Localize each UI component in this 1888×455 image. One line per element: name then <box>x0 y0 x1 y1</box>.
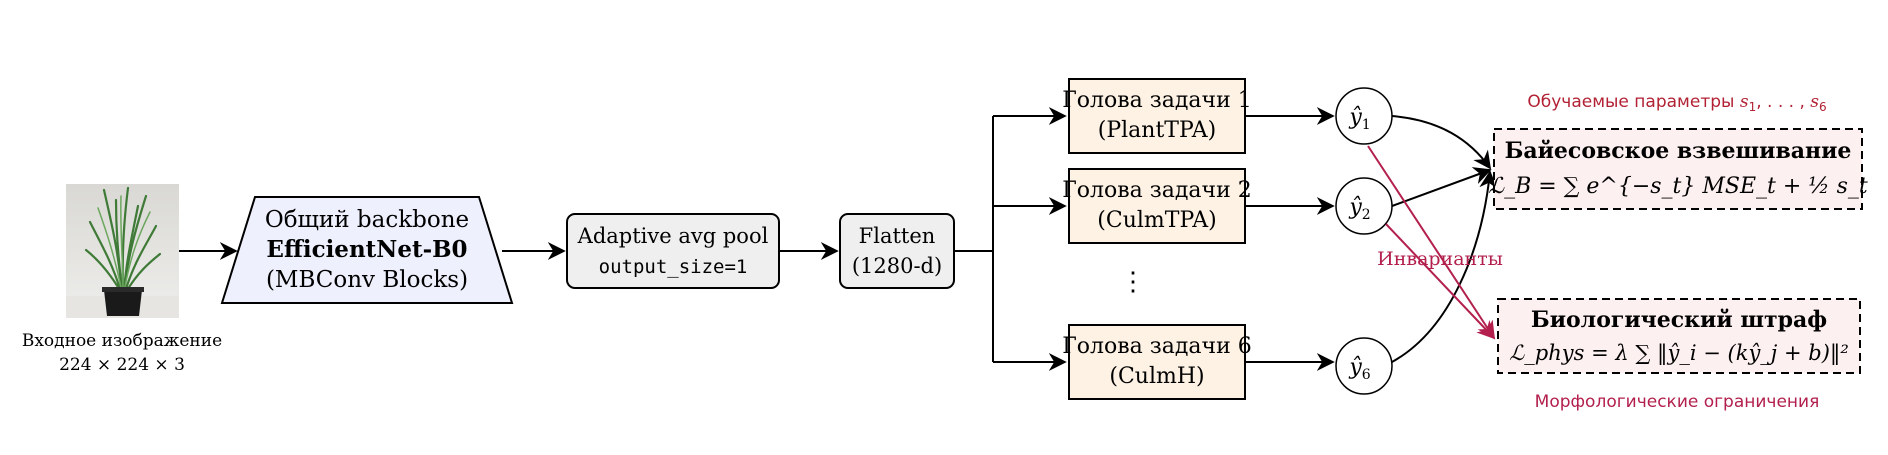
head-2-title: Голова задачи 2 <box>1062 178 1252 203</box>
backbone-block <box>220 196 514 304</box>
bayes-formula: ℒ_B = ∑ e^{−s_t} MSE_t + ½ s_t <box>1488 174 1868 199</box>
output-y2-index: 2 <box>1362 207 1371 223</box>
svg-text:ŷ2: ŷ2 <box>1348 195 1370 223</box>
bayes-caption-sub6: 6 <box>1819 100 1827 114</box>
bayes-caption-s1: s <box>1740 92 1749 112</box>
bayes-caption-dots: , . . . , <box>1756 92 1810 112</box>
bio-title: Биологический штраф <box>1531 307 1827 333</box>
bayes-block <box>1493 128 1863 210</box>
output-y2-symbol: ŷ <box>1348 195 1362 220</box>
output-y1-index: 1 <box>1362 117 1371 133</box>
backbone-model-name: EfficientNet-B0 <box>266 236 467 263</box>
pool-param: output_size=1 <box>599 256 748 278</box>
output-y6-symbol: ŷ <box>1348 355 1362 380</box>
input-caption-line1: Входное изображение <box>22 331 222 351</box>
backbone-blocks-label: (MBConv Blocks) <box>266 267 468 293</box>
svg-text:ŷ6: ŷ6 <box>1348 355 1370 383</box>
bio-block <box>1497 298 1861 374</box>
bayes-caption-text: Обучаемые параметры <box>1527 92 1740 112</box>
head-1-title: Голова задачи 1 <box>1062 88 1252 113</box>
pot-icon <box>104 290 142 316</box>
head-6-task: (CulmH) <box>1109 364 1204 389</box>
head-6-title: Голова задачи 6 <box>1062 334 1252 359</box>
pool-title: Adaptive avg pool <box>577 224 769 248</box>
backbone-title: Общий backbone <box>265 207 469 233</box>
head-2-task: (CulmTPA) <box>1097 208 1216 233</box>
arrow-y2-to-bio <box>1385 223 1496 340</box>
arrow-y2-to-bayes <box>1391 167 1492 207</box>
bayes-caption-sub1: 1 <box>1749 100 1757 114</box>
bayes-title: Байесовское взвешивание <box>1505 138 1852 164</box>
invariants-label: Инварианты <box>1377 248 1503 270</box>
arrow-y1-to-bio <box>1367 145 1495 340</box>
head-1-task: (PlantTPA) <box>1098 118 1216 143</box>
output-y2: ŷ2 <box>1335 177 1393 235</box>
bio-caption: Морфологические ограничения <box>1535 392 1820 412</box>
head-2: Голова задачи 2 (CulmTPA) <box>1062 168 1252 244</box>
branch-connectors <box>954 116 994 362</box>
output-y1-symbol: ŷ <box>1348 105 1362 130</box>
input-caption-line2: 224 × 224 × 3 <box>59 355 185 375</box>
arrow-y1-to-bayes <box>1391 115 1492 170</box>
output-y6: ŷ6 <box>1335 337 1393 395</box>
bayes-caption: Обучаемые параметры s1, . . . , s6 <box>1527 92 1826 114</box>
bio-formula: ℒ_phys = λ ∑ ‖ŷ_i − (kŷ_j + b)‖² <box>1509 341 1849 366</box>
heads-ellipsis: ⋮ <box>1120 267 1146 297</box>
input-image <box>66 184 179 318</box>
flatten-title: Flatten <box>859 224 936 248</box>
bayes-caption-s6: s <box>1810 92 1819 112</box>
flatten-dim: (1280-d) <box>852 254 942 278</box>
output-y6-index: 6 <box>1362 367 1371 383</box>
svg-text:ŷ1: ŷ1 <box>1348 105 1370 133</box>
head-1: Голова задачи 1 (PlantTPA) <box>1062 78 1252 154</box>
head-6: Голова задачи 6 (CulmH) <box>1062 324 1252 400</box>
output-y1: ŷ1 <box>1335 87 1393 145</box>
